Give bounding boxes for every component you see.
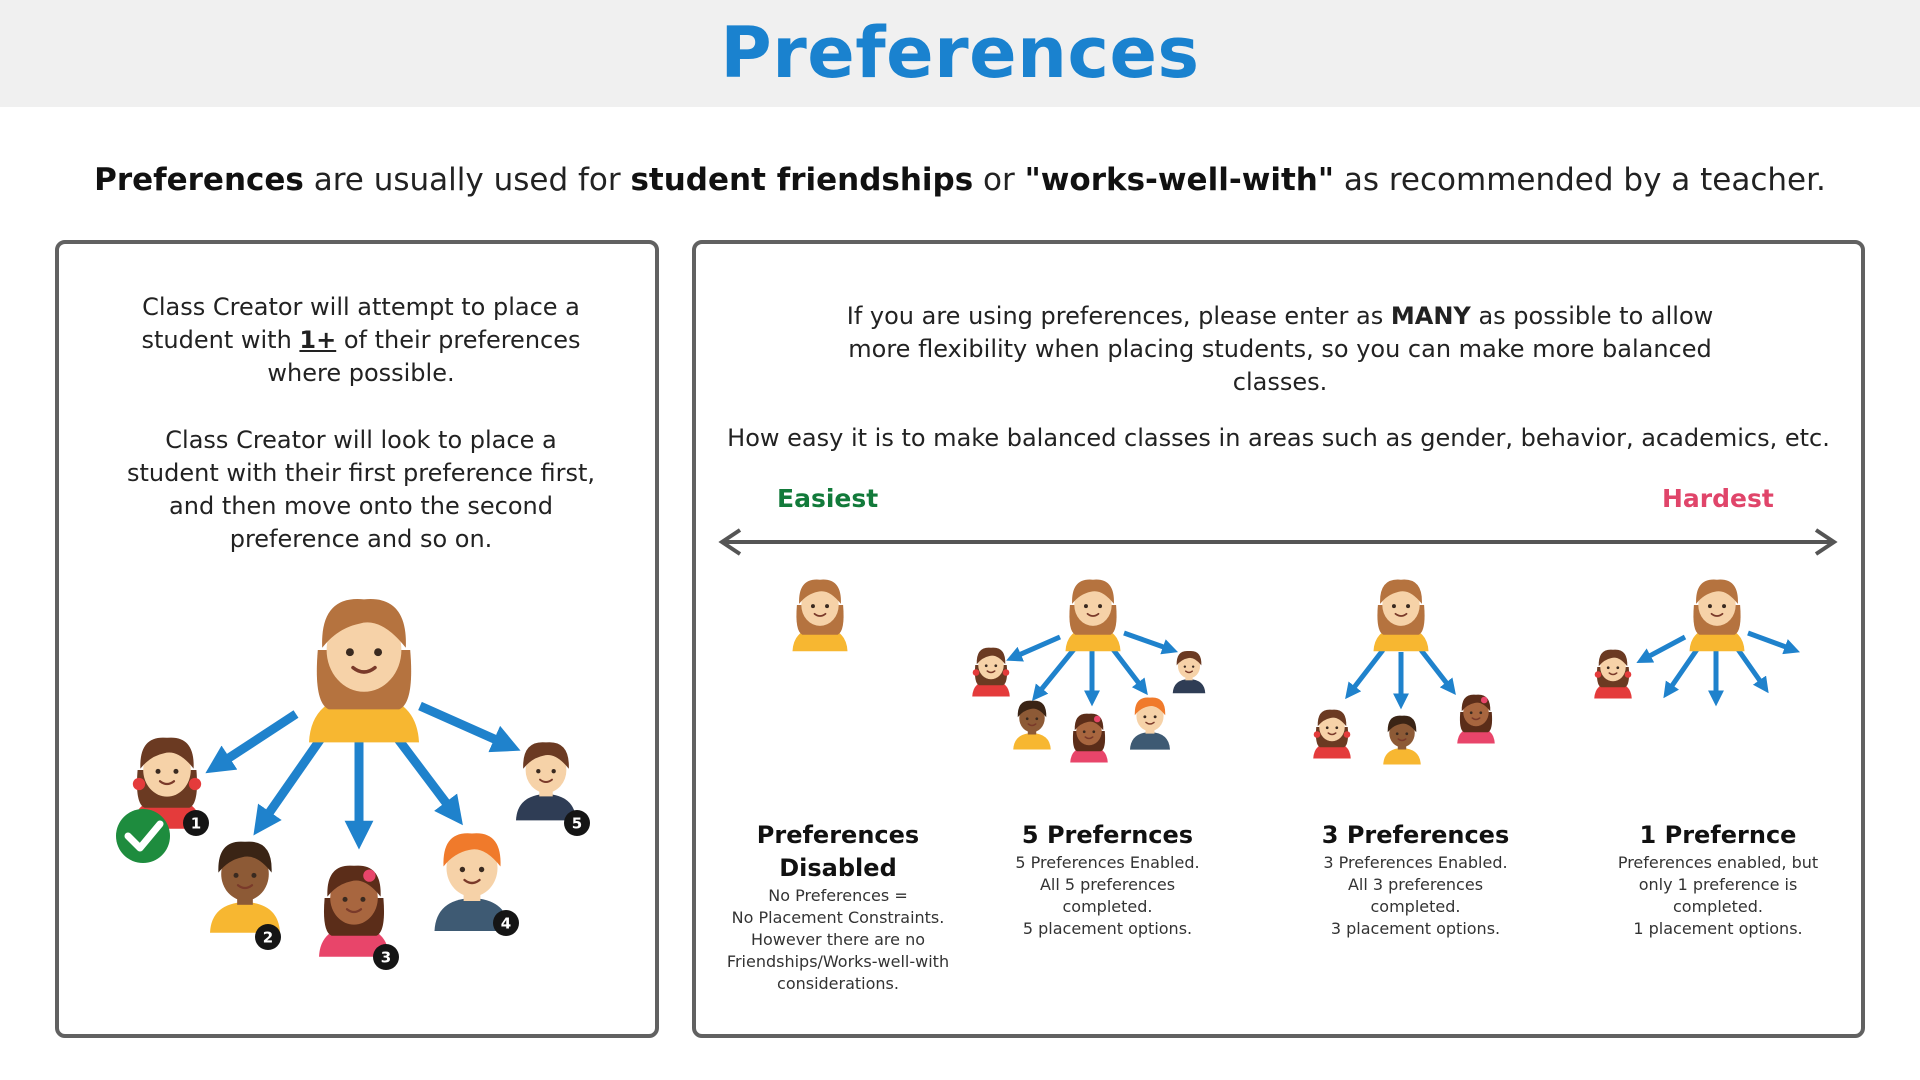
arrow-icon — [1123, 630, 1179, 655]
scale-description: How easy it is to make balanced classes … — [727, 424, 1830, 452]
pref5-e-icon — [1172, 650, 1206, 694]
col0-line-1: No Placement Constraints. — [731, 908, 945, 927]
arrow-icon — [205, 710, 299, 774]
col2-line-2: completed. — [1370, 897, 1461, 916]
arrow-icon — [394, 736, 463, 826]
col0-line-4: considerations. — [777, 974, 899, 993]
arrow-icon — [1006, 634, 1062, 662]
right-intro-bold: MANY — [1390, 302, 1471, 330]
arrow-icon — [1636, 634, 1687, 664]
scale-arrow-left-icon — [718, 528, 742, 556]
badge-label: 4 — [501, 915, 511, 933]
col-text-disabled: No Preferences = No Placement Constraint… — [718, 885, 958, 995]
col2-line-3: 3 placement options. — [1330, 919, 1501, 938]
col-title-3: 3 Preferences — [1321, 821, 1510, 849]
subtitle-text-3: as recommended by a teacher. — [1334, 162, 1826, 198]
arrow-icon — [1031, 646, 1077, 701]
arrow-icon — [1110, 646, 1148, 696]
student-leader-icon — [309, 599, 419, 743]
student-1pref-icon — [1689, 579, 1745, 652]
col1-line-2: completed. — [1062, 897, 1153, 916]
badge-label: 1 — [191, 815, 201, 833]
subtitle-bold-3: "works-well-with" — [1024, 162, 1335, 198]
badge-5: 5 — [564, 810, 590, 836]
pref5-d-icon — [1130, 697, 1170, 750]
label-easiest: Easiest — [777, 484, 879, 513]
pref3-b-icon — [1383, 715, 1421, 765]
left-p1-text-c: of their preferences where possible. — [267, 326, 581, 387]
page-title: Preferences — [720, 12, 1200, 94]
arrow-icon — [1663, 646, 1701, 699]
pref5-c-icon — [1070, 713, 1108, 763]
header-bar — [0, 0, 1920, 107]
right-intro-a: If you are using preferences, please ent… — [846, 302, 1391, 330]
pref3-a-icon — [1313, 709, 1351, 759]
col3-line-2: completed. — [1673, 897, 1763, 916]
subtitle-text-1: are usually used for — [303, 162, 631, 198]
col3-line-3: 1 placement options. — [1633, 919, 1803, 938]
subtitle: Preferences are usually used for student… — [0, 162, 1920, 198]
preference-4-icon — [434, 833, 510, 931]
badge-label: 5 — [572, 815, 582, 833]
badge-3: 3 — [373, 944, 399, 970]
arrow-icon — [418, 701, 521, 753]
checkmark-icon — [116, 809, 170, 863]
left-paragraph-1: Class Creator will attempt to place a st… — [59, 291, 663, 390]
col-title-5: 5 Prefernces — [1021, 821, 1194, 849]
label-hardest: Hardest — [1662, 484, 1774, 513]
col-text-3: 3 Preferences Enabled. All 3 preferences… — [1308, 852, 1523, 940]
col3-line-0: Preferences enabled, but — [1617, 853, 1819, 872]
left-p1-text-a: Class Creator will attempt to place a st… — [141, 293, 580, 354]
arrow-icon — [1734, 646, 1769, 694]
col1-line-3: 5 placement options. — [1022, 919, 1193, 938]
arrow-icon — [1345, 648, 1385, 700]
pref5-b-icon — [1013, 700, 1051, 750]
right-intro-c: as possible to allow more flexibility wh… — [848, 302, 1714, 396]
badge-4: 4 — [493, 910, 519, 936]
preference-3-icon — [319, 865, 389, 957]
badge-1: 1 — [183, 810, 209, 836]
arrow-icon — [1419, 648, 1456, 696]
col-text-5: 5 Preferences Enabled. All 5 preferences… — [1000, 852, 1215, 940]
col3-line-1: only 1 preference is — [1638, 875, 1798, 894]
col0-line-0: No Preferences = — [768, 886, 908, 905]
col0-line-2: However there are no — [750, 930, 926, 949]
preference-arrows — [205, 630, 1801, 850]
badge-label: 3 — [381, 949, 391, 967]
col1-line-0: 5 Preferences Enabled. — [1015, 853, 1200, 872]
people-icons — [132, 579, 1745, 957]
pref3-c-icon — [1457, 694, 1495, 744]
student-3pref-icon — [1373, 579, 1429, 652]
pref1-a-icon — [1594, 649, 1632, 699]
col-text-1: Preferences enabled, but only 1 preferen… — [1598, 852, 1838, 940]
subtitle-text-2: or — [973, 162, 1025, 198]
subtitle-bold-1: Preferences — [94, 162, 304, 198]
student-disabled-icon — [792, 579, 848, 652]
col0-line-3: Friendships/Works-well-with — [726, 952, 950, 971]
subtitle-bold-2: student friendships — [630, 162, 974, 198]
badge-2: 2 — [255, 924, 281, 950]
left-p1-underlined: 1+ — [299, 326, 337, 354]
pref5-a-icon — [972, 647, 1010, 697]
scale-arrow-right-icon — [1814, 528, 1838, 556]
right-intro: If you are using preferences, please ent… — [830, 300, 1730, 399]
right-panel — [692, 240, 1865, 1038]
col-title-disabled: Preferences Disabled — [756, 821, 920, 882]
col2-line-1: All 3 preferences — [1347, 875, 1484, 894]
left-paragraph-2: Class Creator will look to place a stude… — [127, 426, 595, 553]
badge-label: 2 — [263, 929, 273, 947]
col2-line-0: 3 Preferences Enabled. — [1323, 853, 1508, 872]
number-badges: 1 2 3 4 5 — [183, 810, 590, 970]
col1-line-1: All 5 preferences — [1039, 875, 1176, 894]
col-title-1: 1 Prefernce — [1639, 821, 1797, 849]
arrow-icon — [1747, 630, 1801, 655]
preference-2-icon — [210, 841, 280, 933]
arrow-icon — [253, 734, 326, 836]
student-5pref-icon — [1065, 579, 1121, 652]
preference-5-icon — [516, 742, 576, 821]
